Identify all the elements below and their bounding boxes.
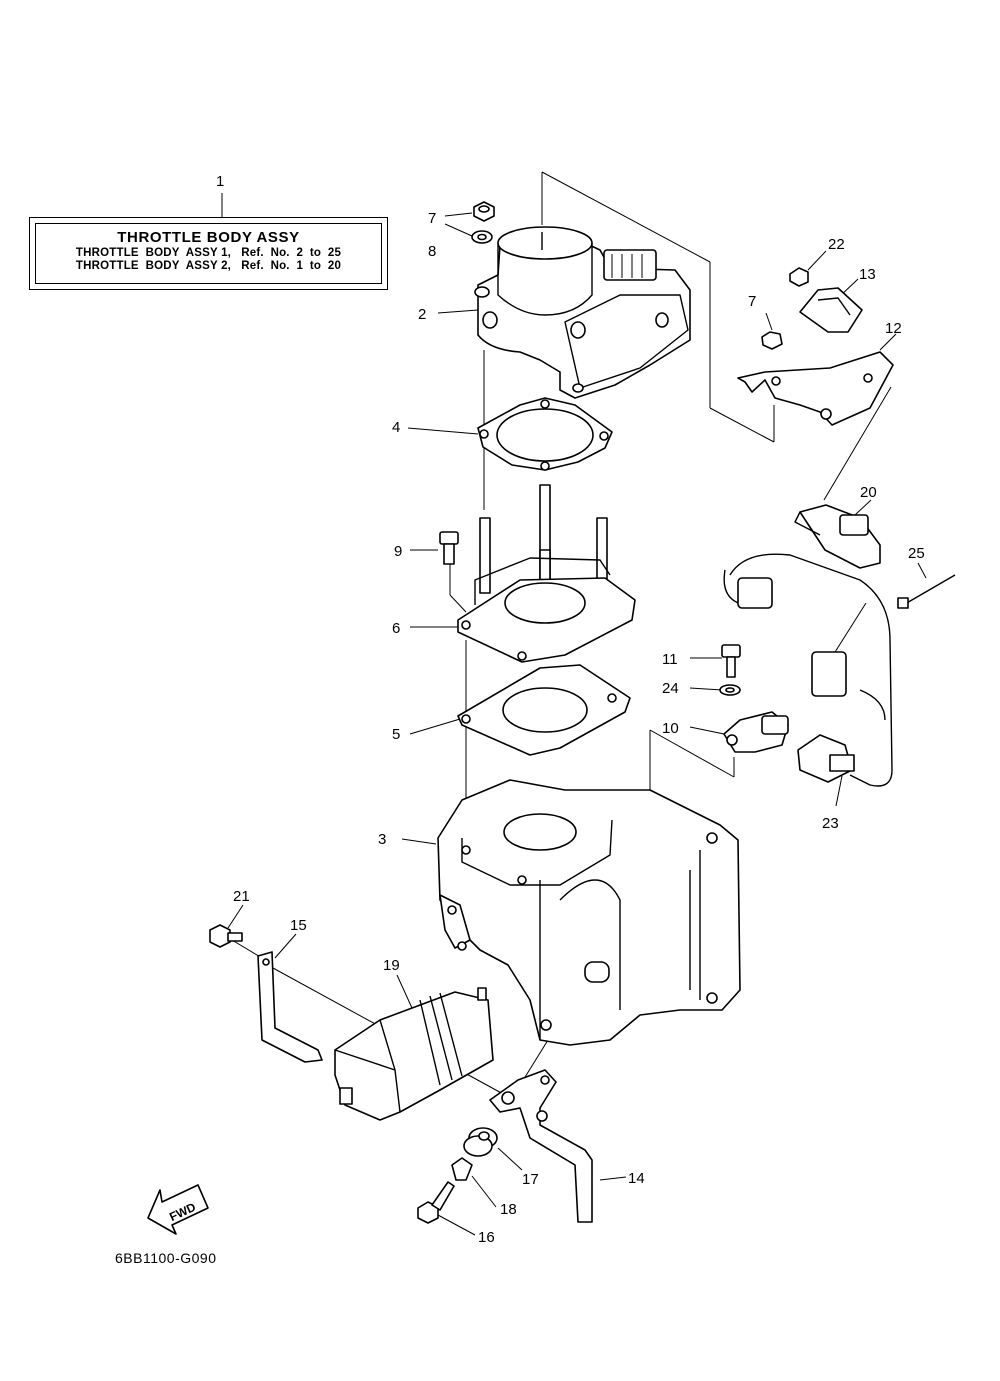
callout-12: 12 [885, 320, 902, 337]
legend-line-assy-2: THROTTLE BODY ASSY 2, Ref. No. 1 to 20 [75, 260, 342, 272]
adapter-plate-part-6 [457, 557, 636, 663]
sensor-part-20 [794, 504, 881, 569]
callout-6: 6 [392, 620, 400, 637]
sensor-part-10 [723, 711, 789, 753]
bolt-part-11 [721, 644, 741, 678]
manifold-part-3 [437, 779, 741, 1046]
clip-part-13 [799, 287, 863, 333]
callout-9: 9 [394, 543, 402, 560]
grommet-part-17 [463, 1127, 498, 1157]
bracket-part-12 [737, 351, 894, 426]
gasket-part-4 [477, 397, 613, 471]
throttle-body-part-2 [474, 226, 691, 399]
throttle-body-legend-box: THROTTLE BODY ASSY THROTTLE BODY ASSY 1,… [29, 217, 388, 290]
wire-harness [723, 553, 893, 787]
callout-20: 20 [860, 484, 877, 501]
nut-part-7-upper [761, 331, 783, 350]
callout-1: 1 [216, 173, 224, 190]
leader-lines [221, 171, 927, 1236]
callout-22: 22 [828, 236, 845, 253]
callout-5: 5 [392, 726, 400, 743]
bracket-part-14 [489, 1069, 593, 1223]
callout-15: 15 [290, 917, 307, 934]
callout-23: 23 [822, 815, 839, 832]
bolt-part-21 [209, 924, 243, 948]
forward-direction-arrow: FWD [147, 1184, 209, 1235]
coupler-part-23 [797, 734, 855, 783]
callout-21: 21 [233, 888, 250, 905]
washer-part-8 [471, 230, 493, 244]
callout-8: 8 [428, 243, 436, 260]
legend-title: THROTTLE BODY ASSY [117, 229, 300, 246]
callout-11: 11 [662, 651, 678, 668]
callout-3: 3 [378, 831, 386, 848]
collar-part-18 [451, 1157, 473, 1181]
legend-inner-frame: THROTTLE BODY ASSY THROTTLE BODY ASSY 1,… [35, 223, 382, 284]
callout-7-right: 7 [748, 293, 756, 310]
callout-7-top: 7 [428, 210, 436, 227]
nut-part-7 [473, 201, 495, 222]
callout-2: 2 [418, 306, 426, 323]
callout-10: 10 [662, 720, 679, 737]
callout-18: 18 [500, 1201, 517, 1218]
callout-numbers: 1 7 8 2 4 9 6 5 3 22 13 7 12 20 25 11 24… [216, 173, 925, 1246]
callout-25: 25 [908, 545, 925, 562]
bolt-part-16 [417, 1181, 455, 1224]
callout-24: 24 [662, 680, 679, 697]
washer-part-24 [719, 684, 741, 696]
callout-14: 14 [628, 1170, 645, 1187]
callout-16: 16 [478, 1229, 495, 1246]
legend-line-assy-1: THROTTLE BODY ASSY 1, Ref. No. 2 to 25 [75, 247, 342, 259]
diagram-code: 6BB1100-G090 [115, 1250, 217, 1266]
canister-part-19 [334, 987, 494, 1121]
callout-19: 19 [383, 957, 400, 974]
cable-tie-part-25 [897, 574, 956, 609]
bolt-part-9 [439, 531, 459, 565]
gasket-part-5 [457, 664, 631, 756]
nut-part-22 [789, 267, 809, 287]
callout-17: 17 [522, 1171, 539, 1188]
callout-4: 4 [392, 419, 400, 436]
bracket-part-15 [257, 951, 323, 1063]
callout-13: 13 [859, 266, 876, 283]
